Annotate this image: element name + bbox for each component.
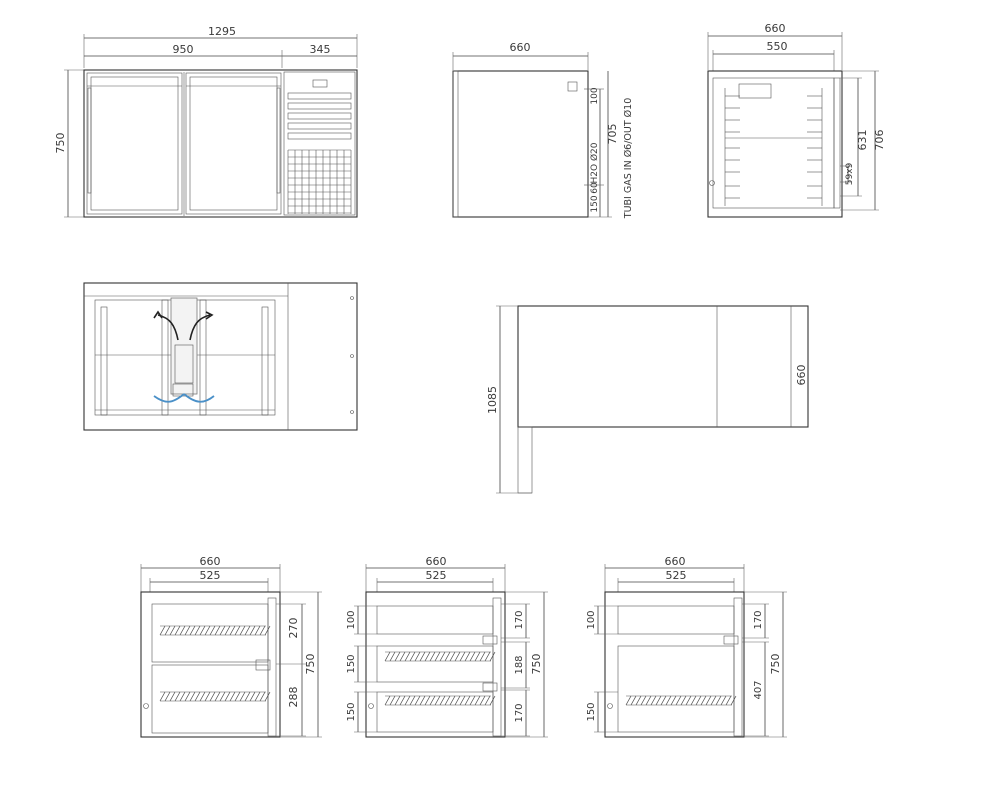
drawer-view-3: 660 525 100 150 170 407 750 [586, 555, 787, 738]
drawer2-dim-right-170a: 170 [514, 610, 525, 629]
side-dim-100: 100 [590, 87, 600, 104]
drawer3-dim-inner: 525 [666, 569, 687, 582]
side-dim-150: 150 [590, 195, 600, 212]
rear-dim-vent: 59x9 [845, 162, 855, 185]
side-dim-705: 705 [606, 124, 619, 145]
rear-view: 660 550 59x9 631 706 [707, 22, 886, 218]
drawer2-dim-right-170b: 170 [514, 703, 525, 722]
drawer3-dim-left-150: 150 [586, 702, 597, 721]
drawer2-mid-grille [384, 651, 496, 662]
drawer3-dim-right-407: 407 [753, 680, 764, 699]
airflow-arrow-right-icon [189, 314, 211, 341]
rear-dim-631: 631 [856, 130, 869, 151]
drawer2-dim-width: 660 [426, 555, 447, 568]
rear-rails [725, 95, 822, 199]
drawer3-dim-right-170: 170 [753, 610, 764, 629]
dim-left-width: 950 [173, 43, 194, 56]
drawer3-dim-width: 660 [665, 555, 686, 568]
drawer-view-2: 660 525 100 150 150 [346, 555, 548, 738]
side-dim-depth: 660 [510, 41, 531, 54]
rear-dim-inner: 550 [767, 40, 788, 53]
airflow-arrowhead-left-icon [153, 310, 163, 319]
front-grille [287, 149, 352, 214]
drawer3-dim-left-100: 100 [586, 610, 597, 629]
drawer1-dim-width: 660 [200, 555, 221, 568]
airflow-blue-left-icon [153, 393, 185, 403]
top-dim-width: 660 [795, 365, 808, 386]
drawer2-lower-grille [384, 695, 496, 706]
side-dim-60: 60 [590, 182, 600, 194]
drawer1-upper-grille [159, 625, 271, 636]
drawer2-dim-left-150a: 150 [346, 654, 357, 673]
rear-dim-width: 660 [765, 22, 786, 35]
dim-right-width: 345 [310, 43, 331, 56]
rear-dim-706: 706 [873, 130, 886, 151]
front-view: 1295 950 345 750 [54, 25, 358, 218]
dim-height: 750 [54, 133, 67, 154]
drawer2-dim-right-188: 188 [514, 655, 525, 674]
drawer1-dim-750: 750 [304, 654, 317, 675]
airflow-arrowhead-right-icon [205, 311, 214, 320]
side-gas-label: TUBI GAS IN Ø6/OUT Ø10 [623, 98, 634, 219]
drawer2-dim-inner: 525 [426, 569, 447, 582]
drawer2-dim-left-150b: 150 [346, 702, 357, 721]
dim-total-width: 1295 [208, 25, 236, 38]
drawer1-lower-grille [159, 691, 271, 702]
drawer-view-1: 660 525 270 288 750 [140, 555, 322, 738]
side-view: 660 100 H2O Ø20 60 150 705 TUBI GAS IN Ø… [452, 41, 634, 219]
drawer3-lower-grille [625, 695, 737, 706]
drawer3-dim-750: 750 [769, 654, 782, 675]
drawer2-dim-left-100: 100 [346, 610, 357, 629]
drawer1-dim-288: 288 [287, 687, 300, 708]
drawer2-dim-750: 750 [530, 654, 543, 675]
airflow-blue-right-icon [183, 393, 215, 403]
side-dim-water: H2O Ø20 [589, 142, 600, 183]
drawer1-dim-270: 270 [287, 618, 300, 639]
top-view: 1085 660 [486, 305, 809, 494]
section-view [83, 282, 358, 431]
top-dim-length: 1085 [486, 386, 499, 414]
drawer1-dim-inner: 525 [200, 569, 221, 582]
